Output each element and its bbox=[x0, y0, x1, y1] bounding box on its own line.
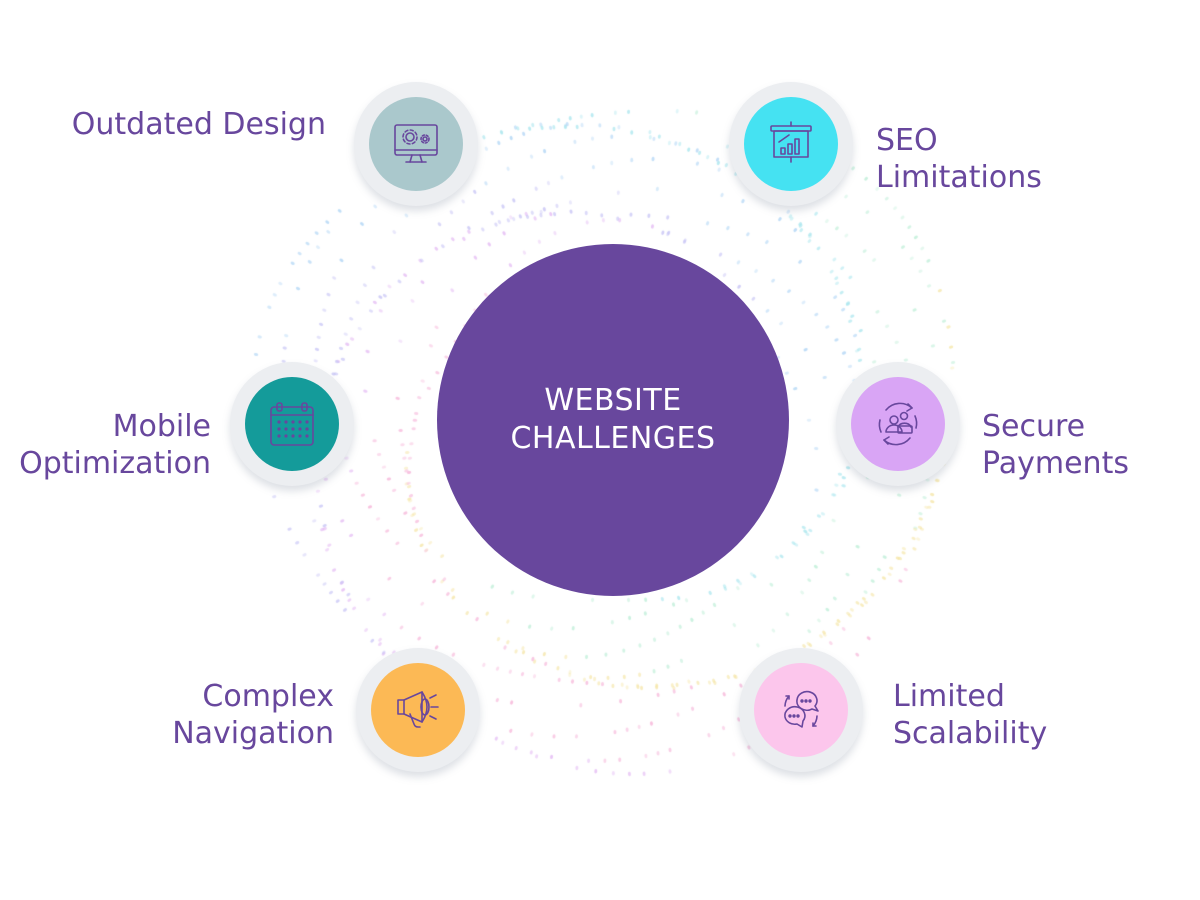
user-sync-icon bbox=[851, 377, 945, 471]
label-complex-navigation-line2: Navigation bbox=[172, 716, 334, 751]
monitor-gear-icon bbox=[369, 97, 463, 191]
node-outdated-design bbox=[354, 82, 478, 206]
node-secure-payments bbox=[836, 362, 960, 486]
label-seo-limitations: SEO Limitations bbox=[876, 122, 1042, 196]
label-complex-navigation: Complex Navigation bbox=[172, 678, 334, 752]
label-secure-payments-line2: Payments bbox=[982, 446, 1129, 481]
megaphone-icon bbox=[371, 663, 465, 757]
center-title-line2: CHALLENGES bbox=[510, 421, 716, 456]
label-outdated-design: Outdated Design bbox=[72, 106, 326, 143]
label-seo-limitations-line1: SEO bbox=[876, 123, 938, 158]
label-outdated-design-line1: Outdated Design bbox=[71, 107, 326, 142]
label-mobile-optimization-line2: Optimization bbox=[19, 446, 211, 481]
chat-bubbles-icon bbox=[754, 663, 848, 757]
node-seo-limitations bbox=[729, 82, 853, 206]
label-mobile-optimization: Mobile Optimization bbox=[19, 408, 211, 482]
label-secure-payments: Secure Payments bbox=[982, 408, 1129, 482]
presentation-chart-icon bbox=[744, 97, 838, 191]
label-mobile-optimization-line1: Mobile bbox=[112, 409, 211, 444]
label-complex-navigation-line1: Complex bbox=[202, 679, 334, 714]
label-limited-scalability-line2: Scalability bbox=[893, 716, 1048, 751]
center-circle: WEBSITE CHALLENGES bbox=[437, 244, 789, 596]
node-mobile-optimization bbox=[230, 362, 354, 486]
center-title-line1: WEBSITE bbox=[544, 383, 682, 418]
label-limited-scalability-line1: Limited bbox=[893, 679, 1005, 714]
label-limited-scalability: Limited Scalability bbox=[893, 678, 1047, 752]
label-seo-limitations-line2: Limitations bbox=[876, 160, 1042, 195]
node-complex-navigation bbox=[356, 648, 480, 772]
label-secure-payments-line1: Secure bbox=[982, 409, 1086, 444]
node-limited-scalability bbox=[739, 648, 863, 772]
calendar-icon bbox=[245, 377, 339, 471]
